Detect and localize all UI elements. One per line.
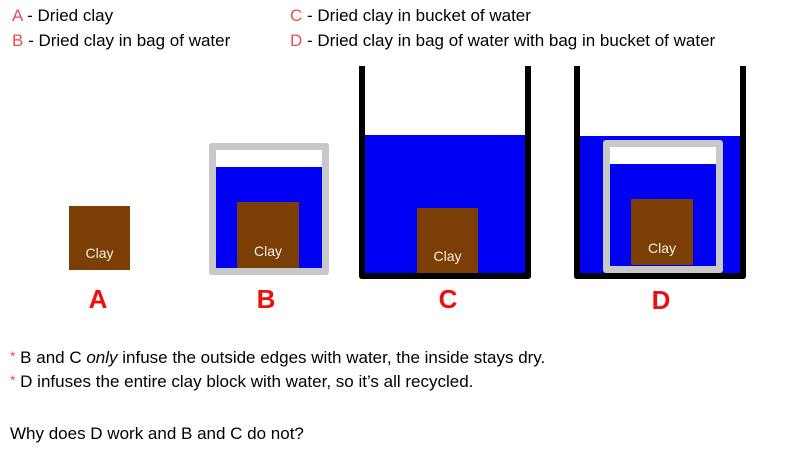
- note-text: D infuses the entire clay block with wat…: [15, 372, 474, 391]
- bag-d: Clay: [603, 140, 723, 273]
- note-text: infuse the outside edges with water, the…: [117, 348, 546, 367]
- diagram-label-a: A: [88, 284, 108, 314]
- bucket-c: Clay: [359, 66, 531, 279]
- legend-text: - Dried clay in bag of water: [23, 31, 231, 50]
- bucket-d: Clay: [574, 66, 746, 279]
- diagram-label-b: B: [256, 284, 276, 314]
- legend-text: - Dried clay in bag of water with bag in…: [302, 31, 716, 50]
- clay-block-b: Clay: [237, 202, 299, 268]
- clay-block-a: Clay: [69, 206, 130, 270]
- legend-item-d: D - Dried clay in bag of water with bag …: [290, 31, 715, 51]
- legend-letter: C: [290, 6, 303, 25]
- bullet-star: *: [10, 372, 16, 388]
- legend-text: - Dried clay: [22, 6, 114, 25]
- question: Why does D work and B and C do not?: [10, 424, 304, 443]
- clay-label: Clay: [85, 245, 114, 261]
- clay-block-d: Clay: [631, 199, 693, 265]
- note-2: * D infuses the entire clay block with w…: [10, 372, 473, 392]
- bag-b: Clay: [209, 143, 329, 275]
- clay-label: Clay: [647, 240, 676, 256]
- note-text: B and C: [15, 348, 87, 367]
- note-emphasis: only: [86, 348, 118, 367]
- diagram-label-c: C: [438, 284, 458, 314]
- clay-label: Clay: [433, 248, 462, 264]
- clay-label: Clay: [253, 243, 282, 259]
- legend-item-b: B - Dried clay in bag of water: [12, 31, 230, 51]
- legend-item-c: C - Dried clay in bucket of water: [290, 6, 531, 26]
- note-1: * B and C only infuse the outside edges …: [10, 348, 545, 368]
- bullet-star: *: [10, 348, 16, 364]
- legend-letter: B: [12, 31, 24, 50]
- clay-block-c: Clay: [417, 208, 478, 273]
- legend-letter: A: [12, 6, 23, 25]
- diagram-label-d: D: [651, 285, 671, 315]
- legend-text: - Dried clay in bucket of water: [302, 6, 531, 25]
- legend-letter: D: [290, 31, 303, 50]
- legend-item-a: A - Dried clay: [12, 6, 113, 26]
